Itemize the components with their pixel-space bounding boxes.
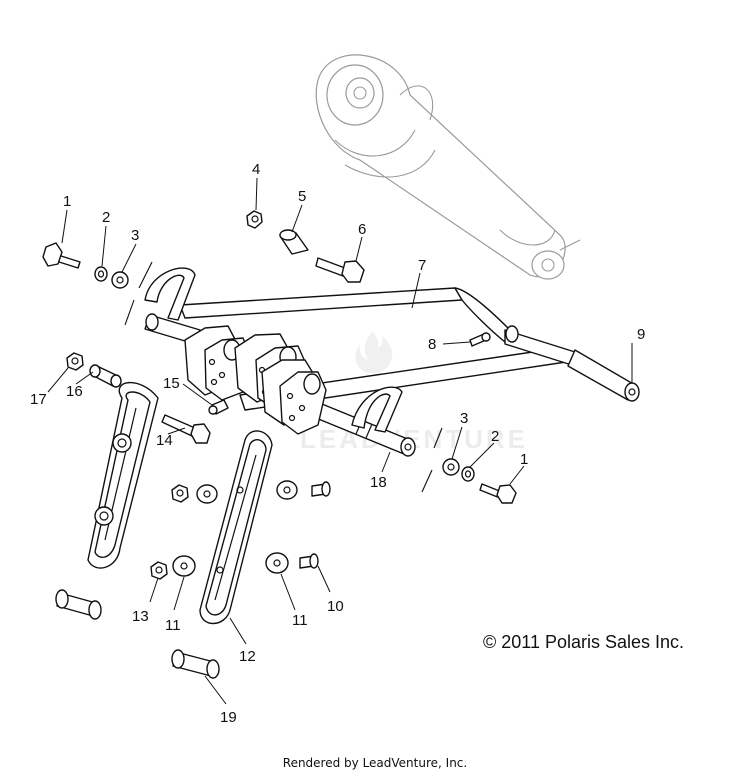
rear-shaft — [567, 349, 640, 402]
callout-5: 5 — [298, 188, 306, 205]
callout-6: 6 — [358, 221, 366, 238]
washer-upper-left — [196, 484, 218, 504]
bolt-6 — [315, 257, 365, 283]
shaft-clip-left — [144, 267, 196, 321]
washer-11-right — [265, 552, 289, 574]
lock-washer-2-left — [94, 266, 108, 282]
callout-1-right: 1 — [520, 451, 528, 468]
bushing-19 — [171, 649, 220, 679]
callout-7: 7 — [418, 257, 426, 274]
alignment-marks — [124, 261, 443, 493]
bushing-left — [55, 589, 102, 620]
nut-4 — [246, 210, 263, 229]
washer-3-left — [111, 271, 129, 289]
rendered-by-footer: Rendered by LeadVenture, Inc. — [282, 756, 468, 770]
washer-3-right — [442, 458, 460, 476]
callout-18: 18 — [370, 474, 387, 491]
washer-upper-right — [276, 480, 298, 500]
spacer-5 — [279, 229, 309, 255]
nut-13 — [150, 561, 168, 580]
callout-14: 14 — [156, 432, 173, 449]
bolt-14 — [161, 414, 211, 444]
callout-2-right: 2 — [491, 428, 499, 445]
shock-absorber — [315, 54, 581, 280]
callout-13: 13 — [132, 608, 149, 625]
callout-3-left: 3 — [131, 227, 139, 244]
callout-15: 15 — [163, 375, 180, 392]
grease-fitting-8 — [469, 332, 491, 347]
washer-11-left — [172, 555, 196, 577]
callout-9: 9 — [637, 326, 645, 343]
lock-washer-2-right — [461, 466, 475, 482]
callout-10: 10 — [327, 598, 344, 615]
grease-fitting-15 — [208, 399, 229, 415]
callout-17: 17 — [30, 391, 47, 408]
callout-numbers: 1 2 3 4 5 6 7 8 9 3 2 1 17 16 15 14 18 1… — [30, 161, 645, 726]
bolt-1-right — [479, 483, 517, 504]
pin-10 — [299, 553, 319, 569]
shaft-clip-right — [351, 386, 403, 433]
torque-arm-link-12 — [199, 430, 273, 625]
pin-upper — [311, 481, 331, 497]
nut-upper — [171, 484, 189, 503]
nut-17 — [66, 352, 84, 371]
callout-11-right: 11 — [292, 612, 308, 629]
callout-16: 16 — [66, 383, 83, 400]
callout-3-right: 3 — [460, 410, 468, 427]
pivot-bracket-right — [261, 359, 327, 435]
callout-2-left: 2 — [102, 209, 110, 226]
callout-1-left: 1 — [63, 193, 71, 210]
callout-12: 12 — [239, 648, 256, 665]
callout-8: 8 — [428, 336, 436, 353]
leader-lines — [47, 177, 633, 705]
bolt-1-left — [42, 242, 81, 269]
callout-11-left: 11 — [165, 617, 181, 634]
callout-4: 4 — [252, 161, 260, 178]
copyright-notice: © 2011 Polaris Sales Inc. — [483, 632, 685, 652]
callout-19: 19 — [220, 709, 237, 726]
torque-arm-link-left — [87, 381, 159, 569]
spacer-16 — [89, 364, 122, 388]
